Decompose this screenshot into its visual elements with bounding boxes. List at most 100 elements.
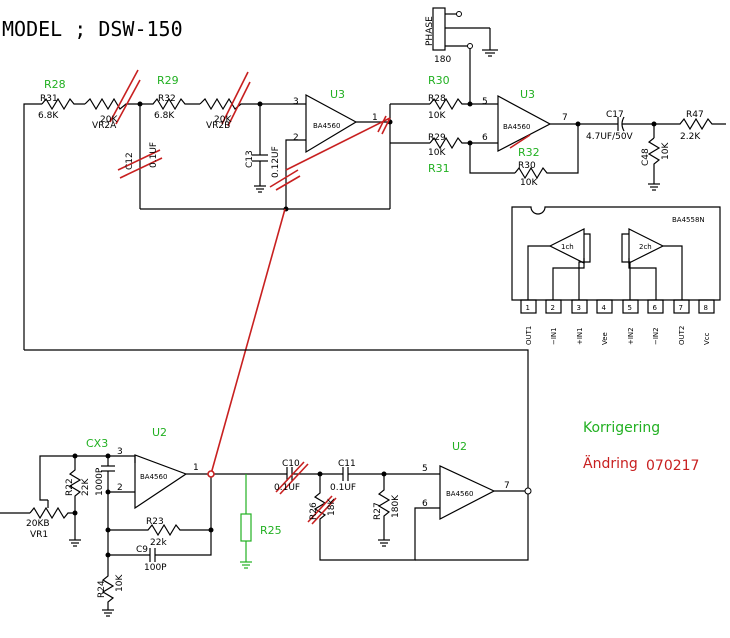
vr2b-label: VR2B <box>206 121 230 131</box>
u3b-label: U3 <box>520 88 535 101</box>
bottom-labels: CX3 R22 22K 1000P 20KB VR1 U2 BA4560 3 2… <box>26 426 510 598</box>
u3a-pin1: 1 <box>372 113 378 123</box>
u2b-pin6: 6 <box>422 499 428 509</box>
c12-label: C12 <box>125 152 135 170</box>
bottom-wiring <box>0 349 529 617</box>
r30-value: 10K <box>520 178 538 188</box>
ic-pin-name: −IN1 <box>550 327 558 345</box>
cx3-value: 1000P <box>95 467 105 496</box>
ic-name: BA4558N <box>672 216 705 224</box>
ic-pin-name: OUT2 <box>678 326 686 345</box>
c10-value: 0.1UF <box>274 483 300 493</box>
r28-value: 10K <box>428 111 446 121</box>
red-changes-top <box>109 69 531 475</box>
c13-label: C13 <box>245 150 255 168</box>
r27-value: 180K <box>391 494 401 518</box>
note-date: 070217 <box>646 458 699 474</box>
r30-new-label: R30 <box>428 74 450 87</box>
revision-notes: Korrigering Ändring 070217 <box>583 420 699 474</box>
r24-value: 10K <box>115 574 125 592</box>
u2b-pin5: 5 <box>422 464 428 474</box>
ic-2ch: 2ch <box>639 243 652 251</box>
ic-pin-name: +IN2 <box>627 327 635 345</box>
u2b-pin7: 7 <box>504 481 510 491</box>
ic-pin-name: Vee <box>601 332 609 345</box>
vr2a-label: VR2A <box>92 121 117 131</box>
r28-new-label: R28 <box>44 78 66 91</box>
top-labels: R28 R31 6.8K 20K VR2A R29 R32 6.8K 20K V… <box>38 16 704 188</box>
c12-value: 0.1UF <box>149 142 159 168</box>
u3a-pin2: 2 <box>293 133 299 143</box>
r24-label: R24 <box>97 580 107 598</box>
vr2b-value: 20K <box>214 115 232 125</box>
c13-value: 0.12UF <box>271 146 281 178</box>
model-title: MODEL ; DSW-150 <box>2 17 183 41</box>
u3b-pin7: 7 <box>562 113 568 123</box>
phase-180: 180 <box>434 55 451 65</box>
c11-label: C11 <box>338 459 356 469</box>
r28-old-label: R28 <box>428 94 446 104</box>
cx3-label: CX3 <box>86 437 108 450</box>
c17-value: 4.7UF/50V <box>586 132 634 142</box>
r29-old-label: R29 <box>428 133 446 143</box>
ic-pin-name: +IN1 <box>576 327 584 345</box>
ic-pin-number: 3 <box>577 304 581 312</box>
r29-new-label: R29 <box>157 74 179 87</box>
ic-pin-number: 4 <box>602 304 607 312</box>
ic-pin-number: 8 <box>704 304 708 312</box>
ic-pin-number: 5 <box>628 304 632 312</box>
c48-label: C48 <box>641 148 651 166</box>
ic-pin-number: 2 <box>551 304 555 312</box>
r25-label: R25 <box>260 524 282 537</box>
r30-old-label: R30 <box>518 161 536 171</box>
red-changes-bottom <box>275 461 337 525</box>
r25-green <box>240 474 252 569</box>
u2b-label: U2 <box>452 440 467 453</box>
r26-label: R26 <box>309 502 319 520</box>
phase-label: PHASE <box>425 16 435 46</box>
vr1-value: 20KB <box>26 519 50 529</box>
top-wiring <box>23 7 726 350</box>
ic-1ch: 1ch <box>561 243 574 251</box>
r27-label: R27 <box>373 502 383 520</box>
vr1-label: VR1 <box>30 530 48 540</box>
ic-pin-name: Vcc <box>703 332 711 345</box>
u2b-opamp: BA4560 <box>446 490 473 498</box>
vr2a-value: 20K <box>100 115 118 125</box>
r26-value: 18K <box>327 498 337 516</box>
ic-pin-number: 7 <box>679 304 683 312</box>
u2a-opamp: BA4560 <box>140 473 167 481</box>
r29-value: 10K <box>428 148 446 158</box>
u2a-pin2: 2 <box>117 483 123 493</box>
r22-label: R22 <box>65 478 75 496</box>
note-andring: Ändring <box>583 454 638 472</box>
c9-value: 100P <box>144 563 167 573</box>
c10-label: C10 <box>282 459 300 469</box>
r31-value: 6.8K <box>38 111 59 121</box>
c48-value: 10K <box>661 142 671 160</box>
u3b-pin6: 6 <box>482 133 488 143</box>
r47-value: 2.2K <box>680 132 701 142</box>
c11-value: 0.1UF <box>330 483 356 493</box>
junction-dots-bottom <box>72 453 532 558</box>
r23-label: R23 <box>146 517 164 527</box>
c9-label: C9 <box>136 545 148 555</box>
r32-new-label: R32 <box>518 146 540 159</box>
ic-pin-number: 1 <box>526 304 530 312</box>
r47-label: R47 <box>686 110 704 120</box>
r22-value: 22K <box>81 478 91 496</box>
r32-old-label: R32 <box>158 94 176 104</box>
ic-pin-name: −IN2 <box>652 327 660 345</box>
u2a-pin1: 1 <box>193 463 199 473</box>
r32-value: 6.8K <box>154 111 175 121</box>
u3a-opamp: BA4560 <box>313 122 340 130</box>
u3b-pin5: 5 <box>482 97 488 107</box>
u2a-label: U2 <box>152 426 167 439</box>
r23-value: 22k <box>150 538 167 548</box>
r31-old-label: R31 <box>40 94 58 104</box>
u3a-pin3: 3 <box>293 97 299 107</box>
u3b-opamp: BA4560 <box>503 123 530 131</box>
ic-pin-name: OUT1 <box>525 326 533 345</box>
